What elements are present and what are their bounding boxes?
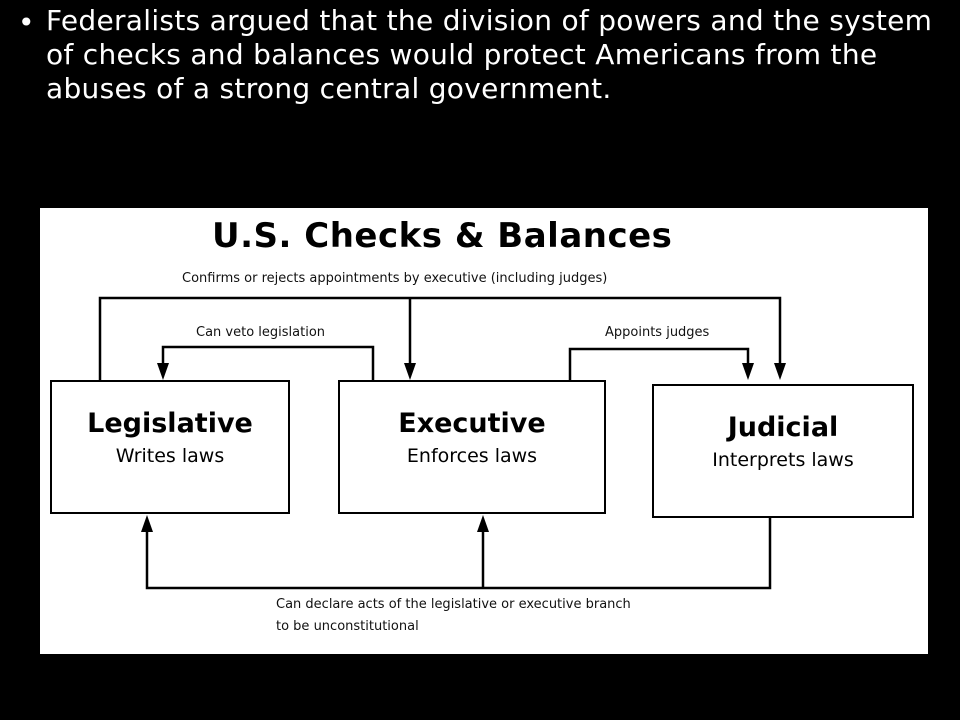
arrowhead-to-executive-top [404, 363, 416, 380]
diagram-title: U.S. Checks & Balances [212, 216, 673, 256]
checks-balances-diagram: U.S. Checks & Balances Confirms or rejec… [40, 208, 928, 654]
bullet-text: Federalists argued that the division of … [46, 4, 933, 105]
bullet-point: • Federalists argued that the division o… [18, 4, 938, 106]
executive-box: Executive Enforces laws [338, 380, 606, 514]
arrowhead-to-legislative-veto [157, 363, 169, 380]
arrowhead-to-executive-review [477, 515, 489, 532]
appoints-line [568, 347, 750, 380]
appoints-label: Appoints judges [605, 325, 710, 340]
executive-name: Executive [398, 408, 546, 439]
legislative-box: Legislative Writes laws [50, 380, 290, 514]
executive-role: Enforces laws [406, 445, 538, 467]
diagram-connectors [98, 296, 786, 590]
confirms-line [98, 296, 782, 380]
veto-line [161, 345, 375, 380]
legislative-name: Legislative [87, 408, 253, 439]
judicial-role: Interprets laws [712, 449, 854, 471]
confirms-label: Confirms or rejects appointments by exec… [182, 271, 608, 286]
bullet-dot: • [18, 6, 35, 39]
judicial-name: Judicial [727, 412, 839, 443]
unconstitutional-label-line2: to be unconstitutional [276, 619, 419, 634]
review-line [145, 518, 772, 590]
unconstitutional-label-line1: Can declare acts of the legislative or e… [276, 597, 631, 612]
arrowhead-to-judicial-appoints [742, 363, 754, 380]
arrowhead-to-judicial-confirms [774, 363, 786, 380]
legislative-role: Writes laws [115, 445, 225, 467]
arrowhead-to-legislative-review [141, 515, 153, 532]
judicial-box: Judicial Interprets laws [652, 384, 914, 518]
veto-label: Can veto legislation [196, 325, 326, 340]
